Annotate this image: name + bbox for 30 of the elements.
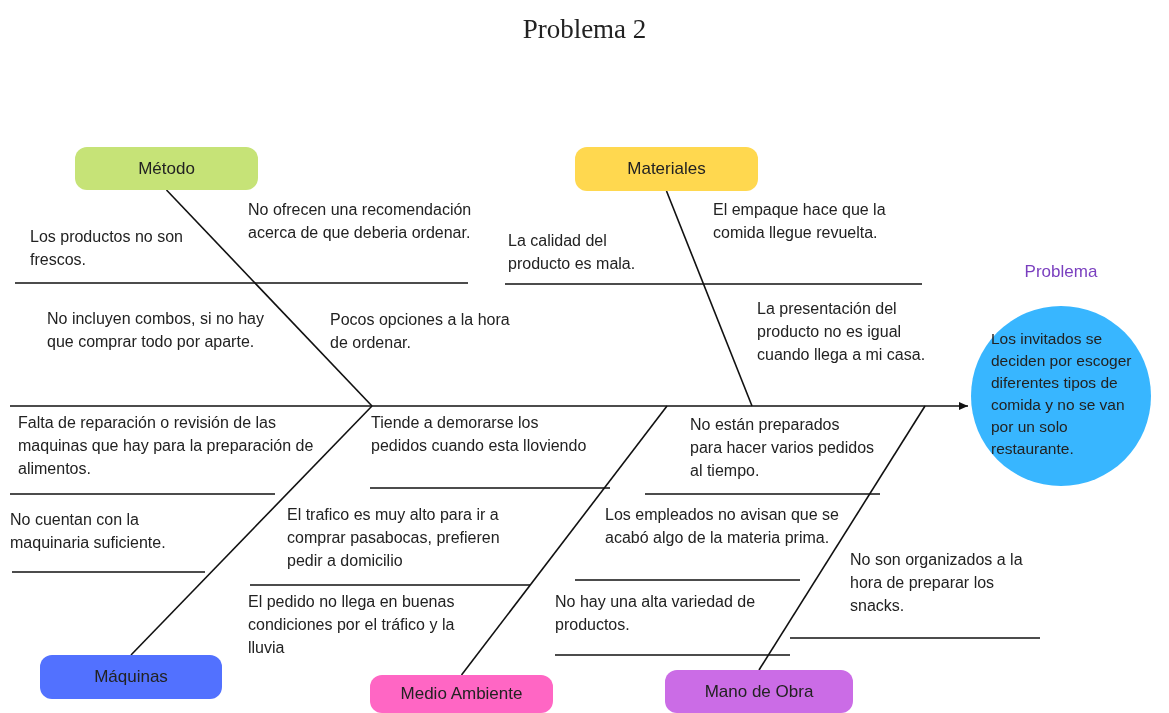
cause-text: Los productos no son frescos. xyxy=(30,227,184,270)
cause-text: Falta de reparación o revisión de las maquinas que hay para la preparación de alimentos. xyxy=(18,413,315,479)
diagram-title: Problema 2 xyxy=(521,14,648,45)
cause-text: El empaque hace que la comida llegue revuelta. xyxy=(713,200,887,243)
cause-text: No son organizados a la hora de preparar los snacks. xyxy=(850,550,1024,616)
problem-text: Los invitados se deciden por escoger diferentes tipos de comida y no se van por un solo restaurante. xyxy=(991,329,1133,459)
category-box: Materiales xyxy=(575,147,758,191)
cause-text: La presentación del producto no es igual cuando llega a mi casa. xyxy=(757,299,927,365)
category-box: Método xyxy=(75,147,258,190)
problem-heading: Problema xyxy=(1023,262,1099,282)
bone-line xyxy=(758,405,926,671)
bone-line xyxy=(460,405,668,676)
category-box: Máquinas xyxy=(40,655,222,699)
category-box: Mano de Obra xyxy=(665,670,853,713)
bone-line xyxy=(130,405,373,656)
cause-text: No ofrecen una recomendación acerca de que deberia ordenar. xyxy=(248,200,473,243)
bone-line xyxy=(165,189,373,407)
cause-text: Tiende a demorarse los pedidos cuando esta lloviendo xyxy=(371,413,588,456)
cause-text: El pedido no llega en buenas condiciones por el tráfico y la lluvia xyxy=(248,592,456,658)
cause-text: Los empleados no avisan que se acabó algo de la materia prima. xyxy=(605,505,840,548)
cause-text: El trafico es muy alto para ir a comprar pasabocas, prefieren pedir a domicilio xyxy=(287,505,501,571)
cause-text: No cuentan con la maquinaria suficiente. xyxy=(10,510,167,553)
category-box: Medio Ambiente xyxy=(370,675,553,713)
cause-text: La calidad del producto es mala. xyxy=(508,231,637,274)
cause-text: No incluyen combos, si no hay que comprar todo por aparte. xyxy=(47,309,265,352)
spine-arrow xyxy=(9,402,969,410)
cause-text: Pocos opciones a la hora de ordenar. xyxy=(330,310,511,353)
bone-line xyxy=(665,190,753,407)
cause-text: No están preparados para hacer varios pedidos al tiempo. xyxy=(690,415,875,481)
cause-text: No hay una alta variedad de productos. xyxy=(555,592,757,635)
